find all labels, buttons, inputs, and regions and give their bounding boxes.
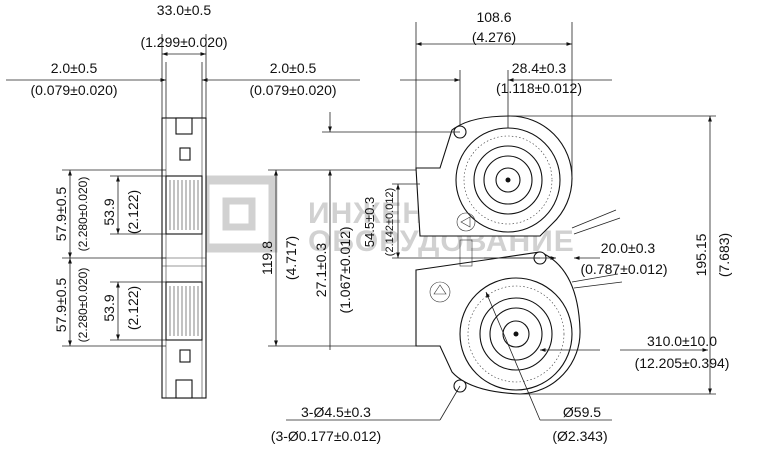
- holes-dim-in: (3-Ø0.177±0.012): [271, 428, 381, 444]
- right-offset-dim-in: (0.079±0.020): [249, 82, 336, 98]
- thickness-dim-in: (1.299±0.020): [140, 34, 227, 50]
- left-offset-dim: 2.0±0.5: [51, 60, 98, 76]
- hub-offset-dim-in: (1.118±0.012): [496, 80, 582, 96]
- side-view: [161, 117, 207, 399]
- impeller-dia-dim-in: (Ø2.343): [552, 428, 607, 444]
- right-offset-dim: 2.0±0.5: [270, 60, 317, 76]
- width-dim-in: (4.276): [472, 29, 516, 45]
- lower-pitch-dim: 57.9±0.5: [53, 278, 69, 333]
- watermark-logo: [200, 175, 278, 253]
- lead-length-dim: 310.0±10.0: [647, 333, 717, 349]
- lower-outlet-grille: [165, 281, 203, 341]
- front-view: [415, 115, 623, 395]
- upper-pitch-dim-in: (2.280±0.020): [76, 177, 90, 252]
- lower-outlet-dim: 53.9: [101, 294, 117, 321]
- left-offset-dim-in: (0.079±0.020): [30, 82, 117, 98]
- upper-outlet-dim: 53.9: [101, 198, 117, 225]
- height-dim-in: (4.717): [283, 236, 299, 280]
- lower-pitch-dim-in: (2.280±0.020): [76, 268, 90, 343]
- upper-pitch-dim: 57.9±0.5: [53, 187, 69, 242]
- lead-strip-dim: 20.0±0.3: [601, 240, 656, 256]
- impeller-dia-dim: Ø59.5: [563, 404, 601, 420]
- height-dim: 119.8: [259, 241, 275, 275]
- upper-outlet-dim-in: (2.122): [125, 190, 141, 234]
- outlet-offset-dim-in: (1.067±0.012): [337, 226, 353, 313]
- hole-pitch-dim: 54.5±0.3: [362, 197, 377, 248]
- lead-length-dim-in: (12.205±0.394): [635, 355, 730, 371]
- outlet-offset-dim: 27.1±0.3: [313, 243, 329, 298]
- lower-outlet-dim-in: (2.122): [125, 286, 141, 330]
- hub-offset-dim: 28.4±0.3: [512, 60, 567, 76]
- hole-pitch-dim-in: (2.142±0.012): [384, 188, 396, 256]
- total-height-dim: 195.15: [693, 233, 709, 276]
- thickness-dim: 33.0±0.5: [157, 2, 212, 18]
- width-dim: 108.6: [476, 9, 511, 25]
- upper-outlet-grille: [165, 175, 203, 235]
- lead-strip-dim-in: (0.787±0.012): [580, 261, 667, 277]
- total-height-dim-in: (7.683): [716, 233, 732, 277]
- holes-dim: 3-Ø4.5±0.3: [301, 404, 371, 420]
